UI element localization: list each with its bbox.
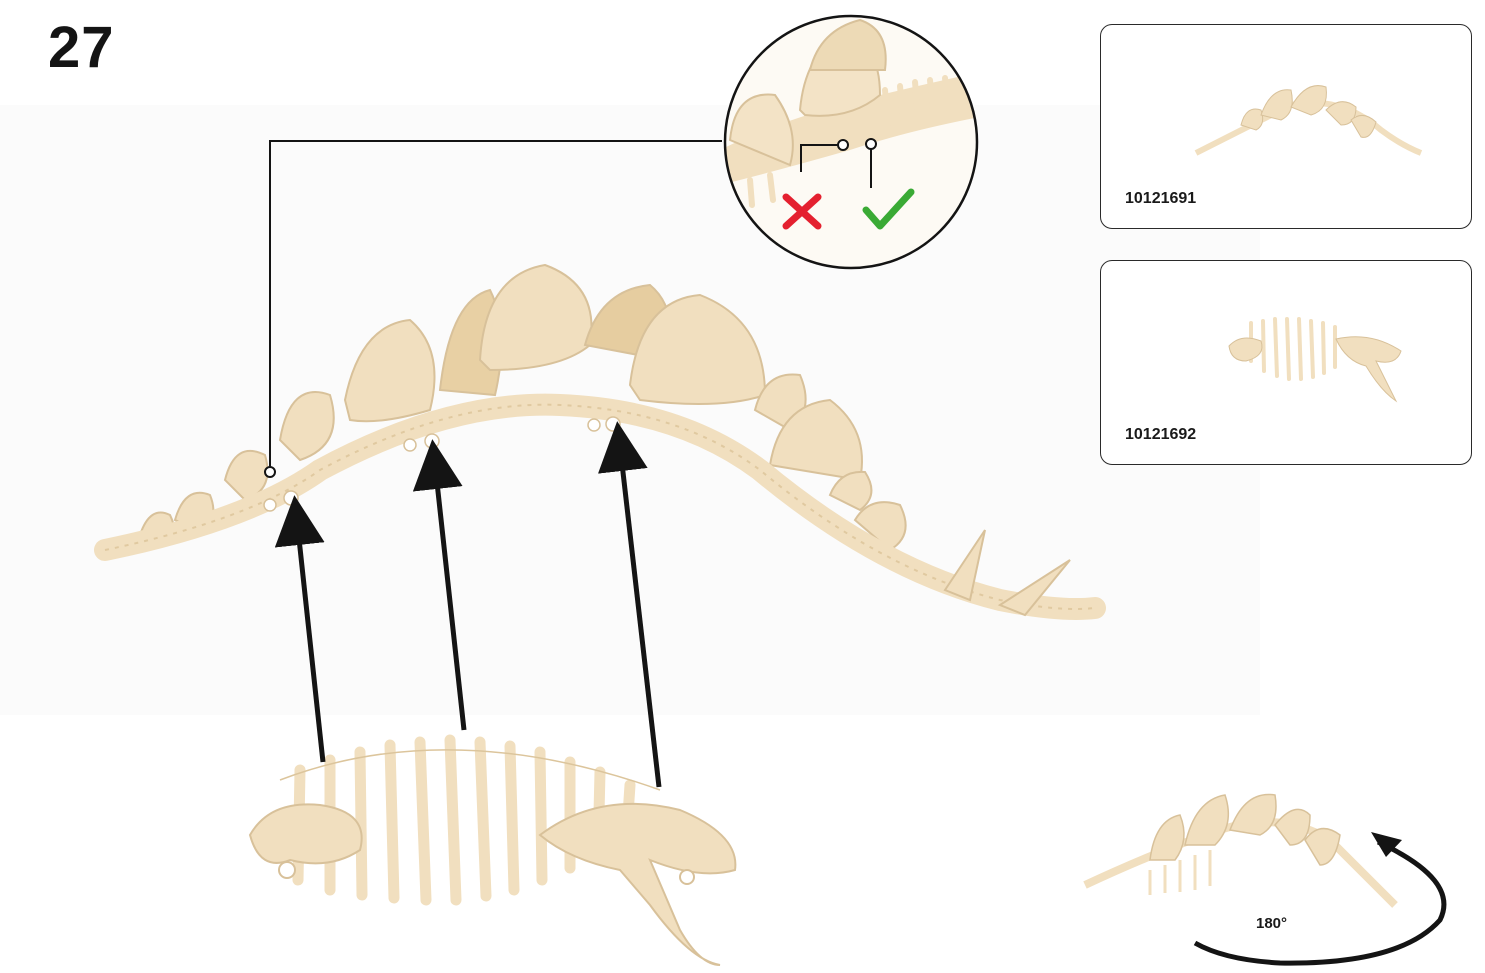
ribcage-part: [250, 740, 735, 965]
part-code-2: 10121692: [1125, 426, 1196, 444]
part-card-1: 10121691: [1100, 24, 1472, 229]
part-code-1: 10121691: [1125, 190, 1196, 208]
detail-zoom-circle: [720, 16, 990, 268]
rotated-view: [1085, 794, 1444, 963]
part-card-2: 10121692: [1100, 260, 1472, 465]
rotation-label: 180°: [1256, 915, 1287, 932]
spine-assembly: [105, 265, 1095, 615]
insert-arrows: [297, 446, 659, 787]
